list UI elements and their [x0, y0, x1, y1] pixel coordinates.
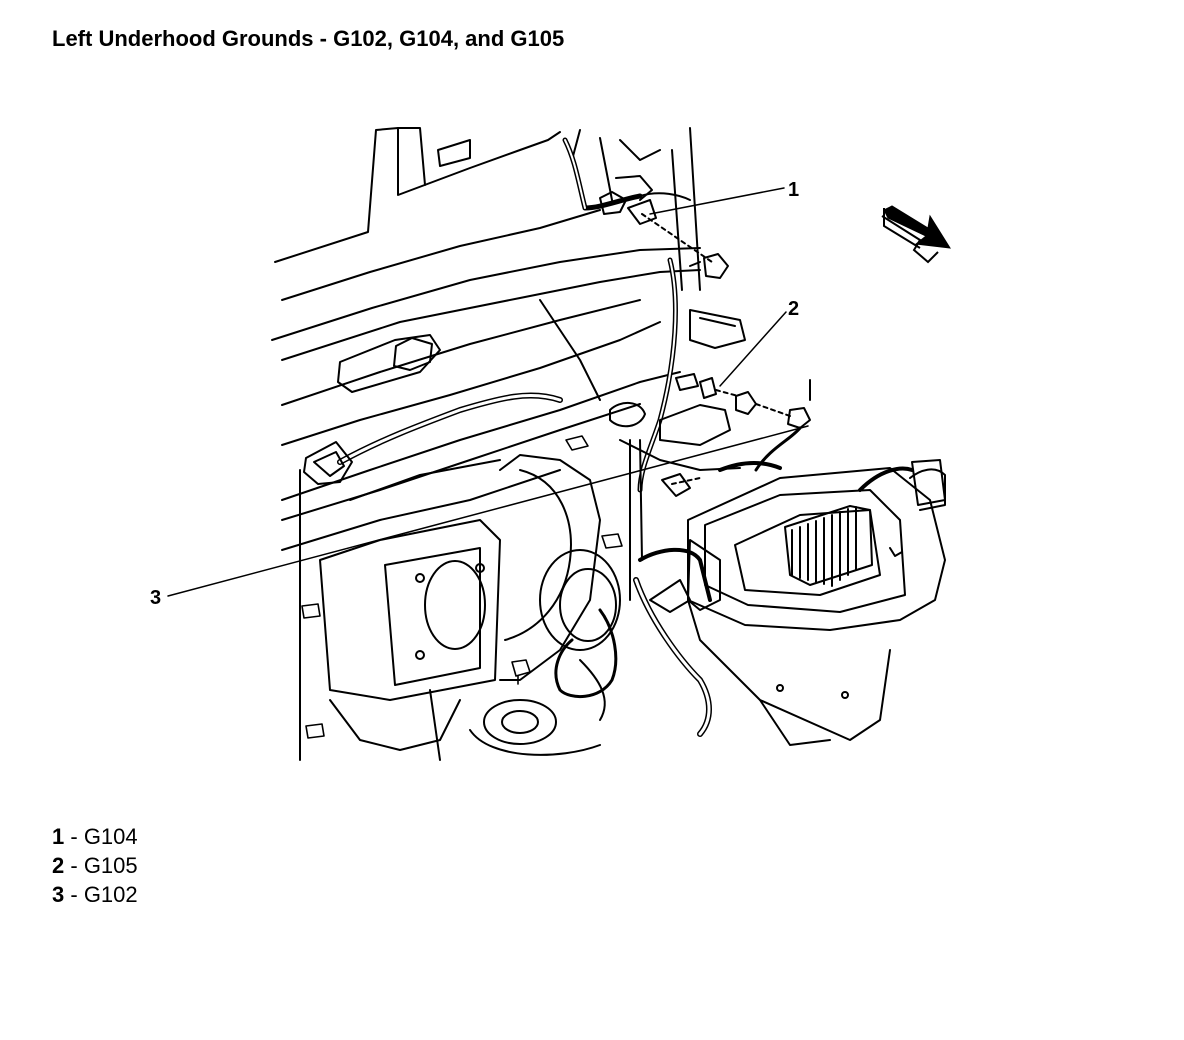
fender-panel: [271, 127, 701, 341]
legend-item-1: 1 - G104: [52, 822, 138, 851]
ground-g102-fastener: [661, 473, 701, 497]
callout-number-2: 2: [788, 298, 799, 320]
strut-tower: [319, 454, 601, 751]
legend-separator: -: [64, 824, 84, 849]
legend-separator: -: [64, 853, 84, 878]
legend-label: G104: [83, 824, 138, 849]
mounting-studs: [301, 435, 623, 739]
lower-wiring-harness: [303, 392, 563, 485]
upper-wiring-harness: [562, 137, 691, 493]
hose-and-grommet: [429, 549, 621, 761]
callout-legend: 1 - G104 2 - G105 3 - G102: [52, 822, 138, 909]
legend-number: 3: [52, 882, 65, 907]
forward-arrow-icon: [881, 205, 951, 264]
legend-label: G102: [83, 882, 138, 907]
callout-number-1: 1: [788, 179, 799, 201]
legend-number: 1: [52, 824, 65, 849]
engine-bracket: [609, 309, 746, 601]
legend-label: G105: [83, 853, 138, 878]
legend-number: 2: [52, 853, 65, 878]
legend-separator: -: [64, 882, 84, 907]
legend-item-2: 2 - G105: [52, 851, 138, 880]
cowl-rail: [281, 269, 701, 761]
callout-number-3: 3: [150, 587, 161, 609]
underhood-fuse-block: [687, 459, 946, 746]
callout-leader-lines: [167, 187, 809, 597]
ground-g104-fastener: [627, 199, 729, 279]
page-title: Left Underhood Grounds - G102, G104, and…: [52, 26, 565, 51]
main-harness: [633, 461, 782, 737]
ground-g105-fastener: [675, 373, 811, 472]
legend-item-3: 3 - G102: [52, 880, 138, 909]
